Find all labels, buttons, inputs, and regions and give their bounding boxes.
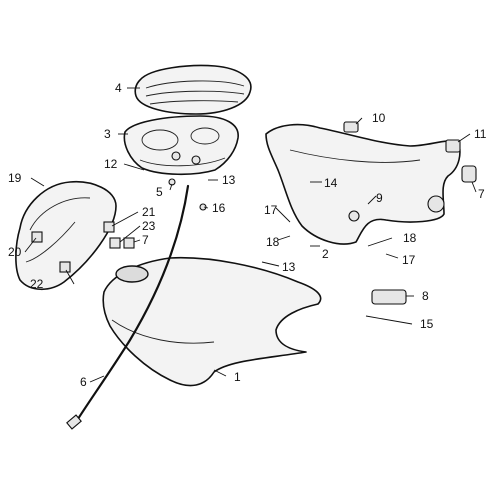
- callout-4: 4: [115, 81, 122, 95]
- callout-3: 3: [104, 127, 111, 141]
- switch-part-12: [461, 165, 477, 183]
- instrument-cover: [134, 64, 252, 115]
- callout-8: 8: [422, 289, 429, 303]
- leader-lines: [24, 87, 477, 383]
- callout-15: 16: [212, 201, 226, 215]
- clip-part-7: [123, 237, 135, 249]
- callout-22: 22: [30, 277, 44, 291]
- callout-5: 5: [156, 185, 163, 199]
- callout-1: 1: [234, 370, 241, 384]
- switch-part-10: [343, 121, 359, 133]
- callout-9: 9: [376, 191, 383, 205]
- callout-21: 21: [142, 205, 156, 219]
- callout-10: 10: [372, 111, 386, 125]
- callout-13-a: 12: [104, 157, 118, 171]
- callout-13-b: 13: [222, 173, 236, 187]
- callout-20: 20: [8, 245, 22, 259]
- callout-16: 15: [420, 317, 434, 331]
- screw-15: [199, 203, 207, 211]
- rear-handlebar-housing: [265, 123, 461, 245]
- callout-6: 6: [80, 375, 87, 389]
- callout-2: 2: [322, 247, 329, 261]
- headset-front-cover: [102, 256, 322, 387]
- switch-part-11: [445, 139, 461, 153]
- clip-part-21: [103, 221, 115, 233]
- callout-23: 23: [142, 219, 156, 233]
- callout-14: 14: [324, 176, 338, 190]
- windshield-panel: [15, 180, 117, 291]
- callout-13-c: 13: [282, 260, 296, 274]
- callout-7: 7: [142, 233, 149, 247]
- callout-12: 7: [478, 187, 485, 201]
- cable-end-fitting: [66, 414, 82, 430]
- speedometer-cable: [74, 184, 190, 424]
- callout-18-a: 18: [266, 235, 280, 249]
- callout-18-b: 18: [403, 231, 417, 245]
- callout-17-b: 17: [402, 253, 416, 267]
- clip-part-23: [109, 237, 121, 249]
- clip-part-20: [31, 231, 43, 243]
- callout-labels: 4 3 12 13 5 16 14 10 11 7 9 17 18 2 18 1…: [8, 81, 487, 389]
- bracket-part-8: [371, 289, 407, 305]
- callout-19: 19: [8, 171, 22, 185]
- callout-17-a: 17: [264, 203, 278, 217]
- clip-part-22: [59, 261, 71, 273]
- callout-11: 11: [474, 127, 487, 141]
- instrument-cluster: [123, 115, 239, 176]
